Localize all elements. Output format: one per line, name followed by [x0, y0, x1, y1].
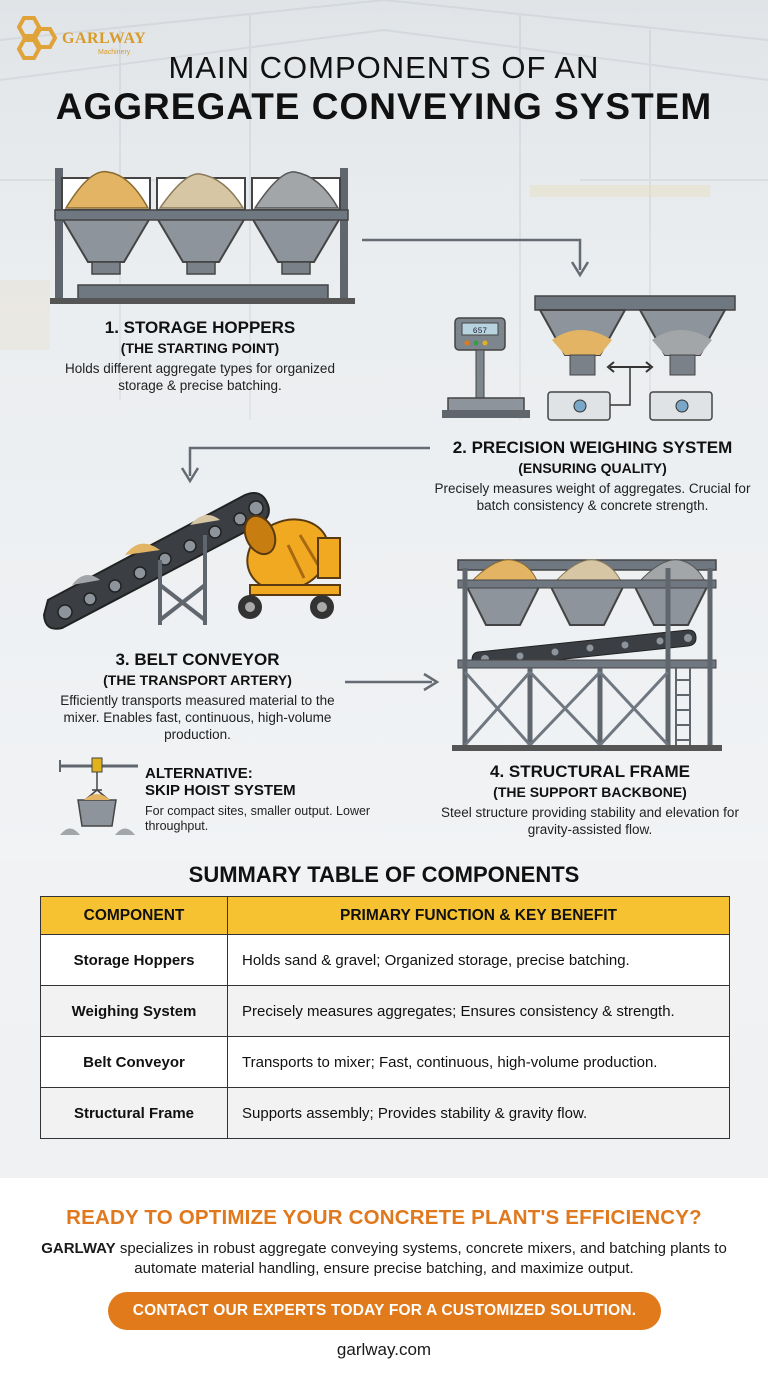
hexagon-logo-icon — [16, 16, 58, 60]
skip-hoist-label: ALTERNATIVE: — [145, 765, 253, 782]
table-cell-component: Storage Hoppers — [40, 934, 228, 986]
skip-hoist-description: For compact sites, smaller output. Lower… — [145, 803, 371, 834]
cta-description: specializes in robust aggregate conveyin… — [115, 1240, 727, 1277]
website-link[interactable]: garlway.com — [336, 1340, 432, 1359]
cta-body-text: GARLWAY specializes in robust aggregate … — [30, 1239, 738, 1278]
table-cell-function: Transports to mixer; Fast, continuous, h… — [227, 1036, 730, 1088]
components-illustration: 657 — [42, 168, 736, 835]
weighing-system-illustration: 657 — [442, 295, 736, 421]
table-header-row: COMPONENT PRIMARY FUNCTION & KEY BENEFIT — [40, 896, 730, 935]
weighing-system-section: 2. PRECISION WEIGHING SYSTEM (ENSURING Q… — [430, 438, 755, 515]
table-cell-component: Weighing System — [40, 985, 228, 1037]
table-cell-function: Holds sand & gravel; Organized storage, … — [227, 934, 730, 986]
belt-conveyor-title: 3. BELT CONVEYOR — [115, 650, 280, 669]
storage-hoppers-description: Holds different aggregate types for orga… — [65, 361, 335, 393]
skip-hoist-icon — [59, 757, 138, 835]
summary-table-title: SUMMARY TABLE OF COMPONENTS — [188, 862, 580, 887]
cta-headline: READY TO OPTIMIZE YOUR CONCRETE PLANT'S … — [66, 1206, 702, 1229]
table-cell-function: Precisely measures aggregates; Ensures c… — [227, 985, 730, 1037]
page-title-line2: AGGREGATE CONVEYING SYSTEM — [55, 86, 713, 127]
storage-hoppers-section: 1. STORAGE HOPPERS (THE STARTING POINT) … — [60, 318, 340, 395]
weighing-system-title: 2. PRECISION WEIGHING SYSTEM — [452, 438, 733, 457]
table-row: Weighing System Precisely measures aggre… — [40, 985, 730, 1037]
structural-frame-title: 4. STRUCTURAL FRAME — [490, 762, 690, 781]
table-cell-function: Supports assembly; Provides stability & … — [227, 1087, 730, 1139]
structural-frame-section: 4. STRUCTURAL FRAME (THE SUPPORT BACKBON… — [440, 762, 740, 839]
belt-conveyor-subtitle: (THE TRANSPORT ARTERY) — [103, 672, 292, 688]
belt-conveyor-description: Efficiently transports measured material… — [60, 693, 335, 742]
storage-hoppers-subtitle: (THE STARTING POINT) — [120, 340, 280, 356]
contact-experts-button[interactable]: CONTACT OUR EXPERTS TODAY FOR A CUSTOMIZ… — [108, 1292, 661, 1330]
table-header-component: COMPONENT — [40, 896, 228, 935]
structural-frame-illustration — [452, 559, 722, 751]
skip-hoist-title: SKIP HOIST SYSTEM — [145, 782, 296, 800]
table-row: Structural Frame Supports assembly; Prov… — [40, 1087, 730, 1139]
belt-conveyor-section: 3. BELT CONVEYOR (THE TRANSPORT ARTERY) … — [55, 650, 340, 744]
table-header-function: PRIMARY FUNCTION & KEY BENEFIT — [227, 896, 730, 935]
table-cell-component: Structural Frame — [40, 1087, 228, 1139]
brand-logo[interactable]: GARLWAY Machinery — [10, 12, 146, 62]
weighing-system-subtitle: (ENSURING QUALITY) — [518, 460, 667, 476]
summary-table: COMPONENT PRIMARY FUNCTION & KEY BENEFIT… — [40, 896, 730, 1139]
skip-hoist-section: ALTERNATIVE: SKIP HOIST SYSTEM For compa… — [145, 765, 375, 835]
cta-panel — [0, 1178, 768, 1376]
structural-frame-subtitle: (THE SUPPORT BACKBONE) — [493, 784, 687, 800]
belt-conveyor-illustration — [42, 492, 341, 630]
table-row: Belt Conveyor Transports to mixer; Fast,… — [40, 1036, 730, 1088]
page-title-line1: MAIN COMPONENTS OF AN — [168, 50, 600, 85]
table-cell-component: Belt Conveyor — [40, 1036, 228, 1088]
logo-tagline-text: Machinery — [98, 49, 131, 56]
storage-hoppers-title: 1. STORAGE HOPPERS — [104, 318, 296, 337]
structural-frame-description: Steel structure providing stability and … — [441, 805, 739, 837]
storage-hoppers-illustration — [50, 168, 355, 304]
table-row: Storage Hoppers Holds sand & gravel; Org… — [40, 934, 730, 986]
weighing-system-description: Precisely measures weight of aggregates.… — [434, 481, 751, 513]
scale-display-text: 657 — [473, 327, 488, 336]
logo-brand-text: GARLWAY — [62, 30, 147, 47]
cta-brand-name: GARLWAY — [41, 1240, 116, 1257]
